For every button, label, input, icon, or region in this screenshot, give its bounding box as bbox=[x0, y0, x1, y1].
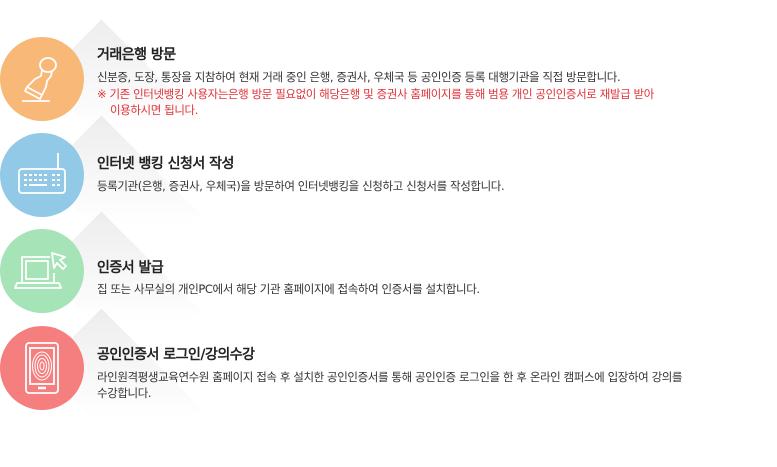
step-description: 집 또는 사무실의 개인PC에서 해당 기관 홈페이지에 접속하여 인증서를 설… bbox=[97, 282, 480, 296]
step-circle bbox=[0, 326, 84, 410]
desc-line-2: 수강합니다. bbox=[97, 386, 152, 400]
tablet-fingerprint-icon bbox=[25, 342, 59, 394]
step-circle bbox=[0, 229, 84, 313]
keyboard-icon bbox=[18, 153, 66, 194]
stamp-icon bbox=[22, 57, 57, 102]
step-title: 인증서 발급 bbox=[97, 260, 164, 276]
step-description: 신분증, 도장, 통장을 지참하여 현재 거래 중인 은행, 증권사, 우체국 … bbox=[97, 70, 621, 84]
step-circle bbox=[0, 133, 84, 217]
step-description: 등록기관(은행, 증권사, 우체국)을 방문하여 인터넷뱅킹을 신청하고 신청서… bbox=[97, 179, 505, 193]
step-title: 거래은행 방문 bbox=[97, 47, 176, 63]
note-line-1: ※ 기존 인터넷뱅킹 사용자는은행 방문 필요없이 해당은행 및 증권사 홈페이… bbox=[97, 87, 654, 101]
laptop-cursor-icon bbox=[14, 252, 67, 289]
step-description: 라인원격평생교육연수원 홈페이지 접속 후 설치한 공인인증서를 통해 공인인증… bbox=[97, 369, 777, 401]
step-circle bbox=[0, 37, 84, 121]
note-line-2: 이용하시면 됩니다. bbox=[110, 103, 198, 117]
step-note: ※ 기존 인터넷뱅킹 사용자는은행 방문 필요없이 해당은행 및 증권사 홈페이… bbox=[97, 86, 777, 118]
step-title: 공인인증서 로그인/강의수강 bbox=[97, 347, 255, 363]
desc-line-1: 라인원격평생교육연수원 홈페이지 접속 후 설치한 공인인증서를 통해 공인인증… bbox=[97, 370, 683, 384]
step-title: 인터넷 뱅킹 신청서 작성 bbox=[97, 156, 234, 172]
